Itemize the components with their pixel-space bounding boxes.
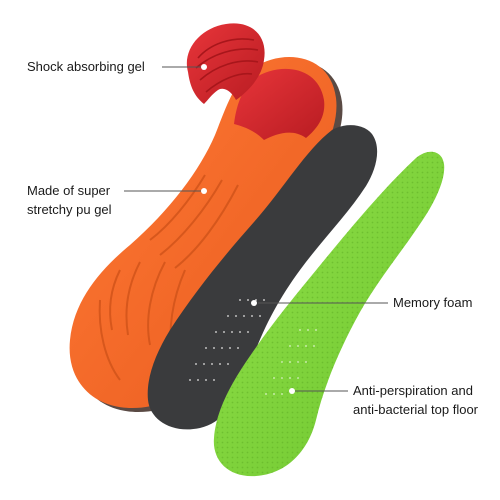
marker-foam	[251, 300, 257, 306]
green-perforations	[265, 329, 317, 395]
marker-gel	[201, 64, 207, 70]
label-pu-gel-line2: stretchy pu gel	[27, 202, 112, 217]
shock-gel-piece	[186, 23, 265, 105]
green-top-floor	[213, 151, 445, 477]
label-memory-foam: Memory foam	[393, 295, 473, 310]
leader-lines	[124, 66, 388, 392]
orange-insole	[69, 56, 343, 413]
label-top-floor-line2: anti-bacterial top floor	[353, 402, 479, 417]
marker-top-floor	[289, 388, 295, 394]
marker-pu	[201, 188, 207, 194]
gel-ridges	[195, 38, 259, 93]
label-shock-absorbing-gel: Shock absorbing gel	[27, 59, 145, 74]
insole-orange-body	[69, 56, 337, 409]
marker-dots	[201, 64, 295, 394]
label-pu-gel-line1: Made of super	[27, 183, 111, 198]
mesh-texture	[213, 151, 445, 477]
tread-grooves	[98, 174, 239, 381]
label-top-floor-line1: Anti-perspiration and	[353, 383, 473, 398]
heel-gel-insert	[234, 68, 325, 140]
